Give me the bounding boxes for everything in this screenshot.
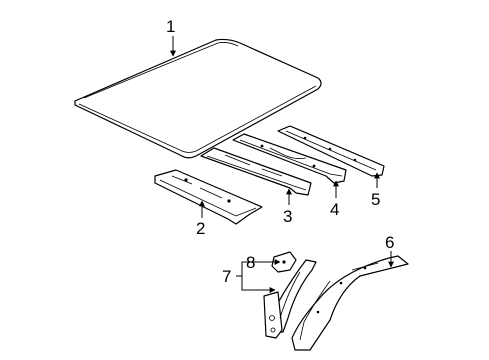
rear-roof-bow <box>232 133 347 184</box>
callout-leaders <box>170 36 394 293</box>
roof-bow <box>200 147 312 196</box>
rear-roof-header <box>277 125 385 177</box>
callout-5: 5 <box>371 190 380 209</box>
callout-1: 1 <box>166 17 175 36</box>
roof-panel <box>74 38 322 159</box>
outer-roof-rail <box>291 255 409 351</box>
callout-8: 8 <box>246 253 255 272</box>
callout-4: 4 <box>330 200 339 219</box>
callout-7: 7 <box>222 267 231 286</box>
bracket <box>271 251 297 273</box>
inner-roof-rail <box>263 259 317 339</box>
callout-3: 3 <box>283 207 292 226</box>
callout-2: 2 <box>196 219 205 238</box>
callout-6: 6 <box>385 233 394 252</box>
front-roof-rail <box>154 169 263 225</box>
